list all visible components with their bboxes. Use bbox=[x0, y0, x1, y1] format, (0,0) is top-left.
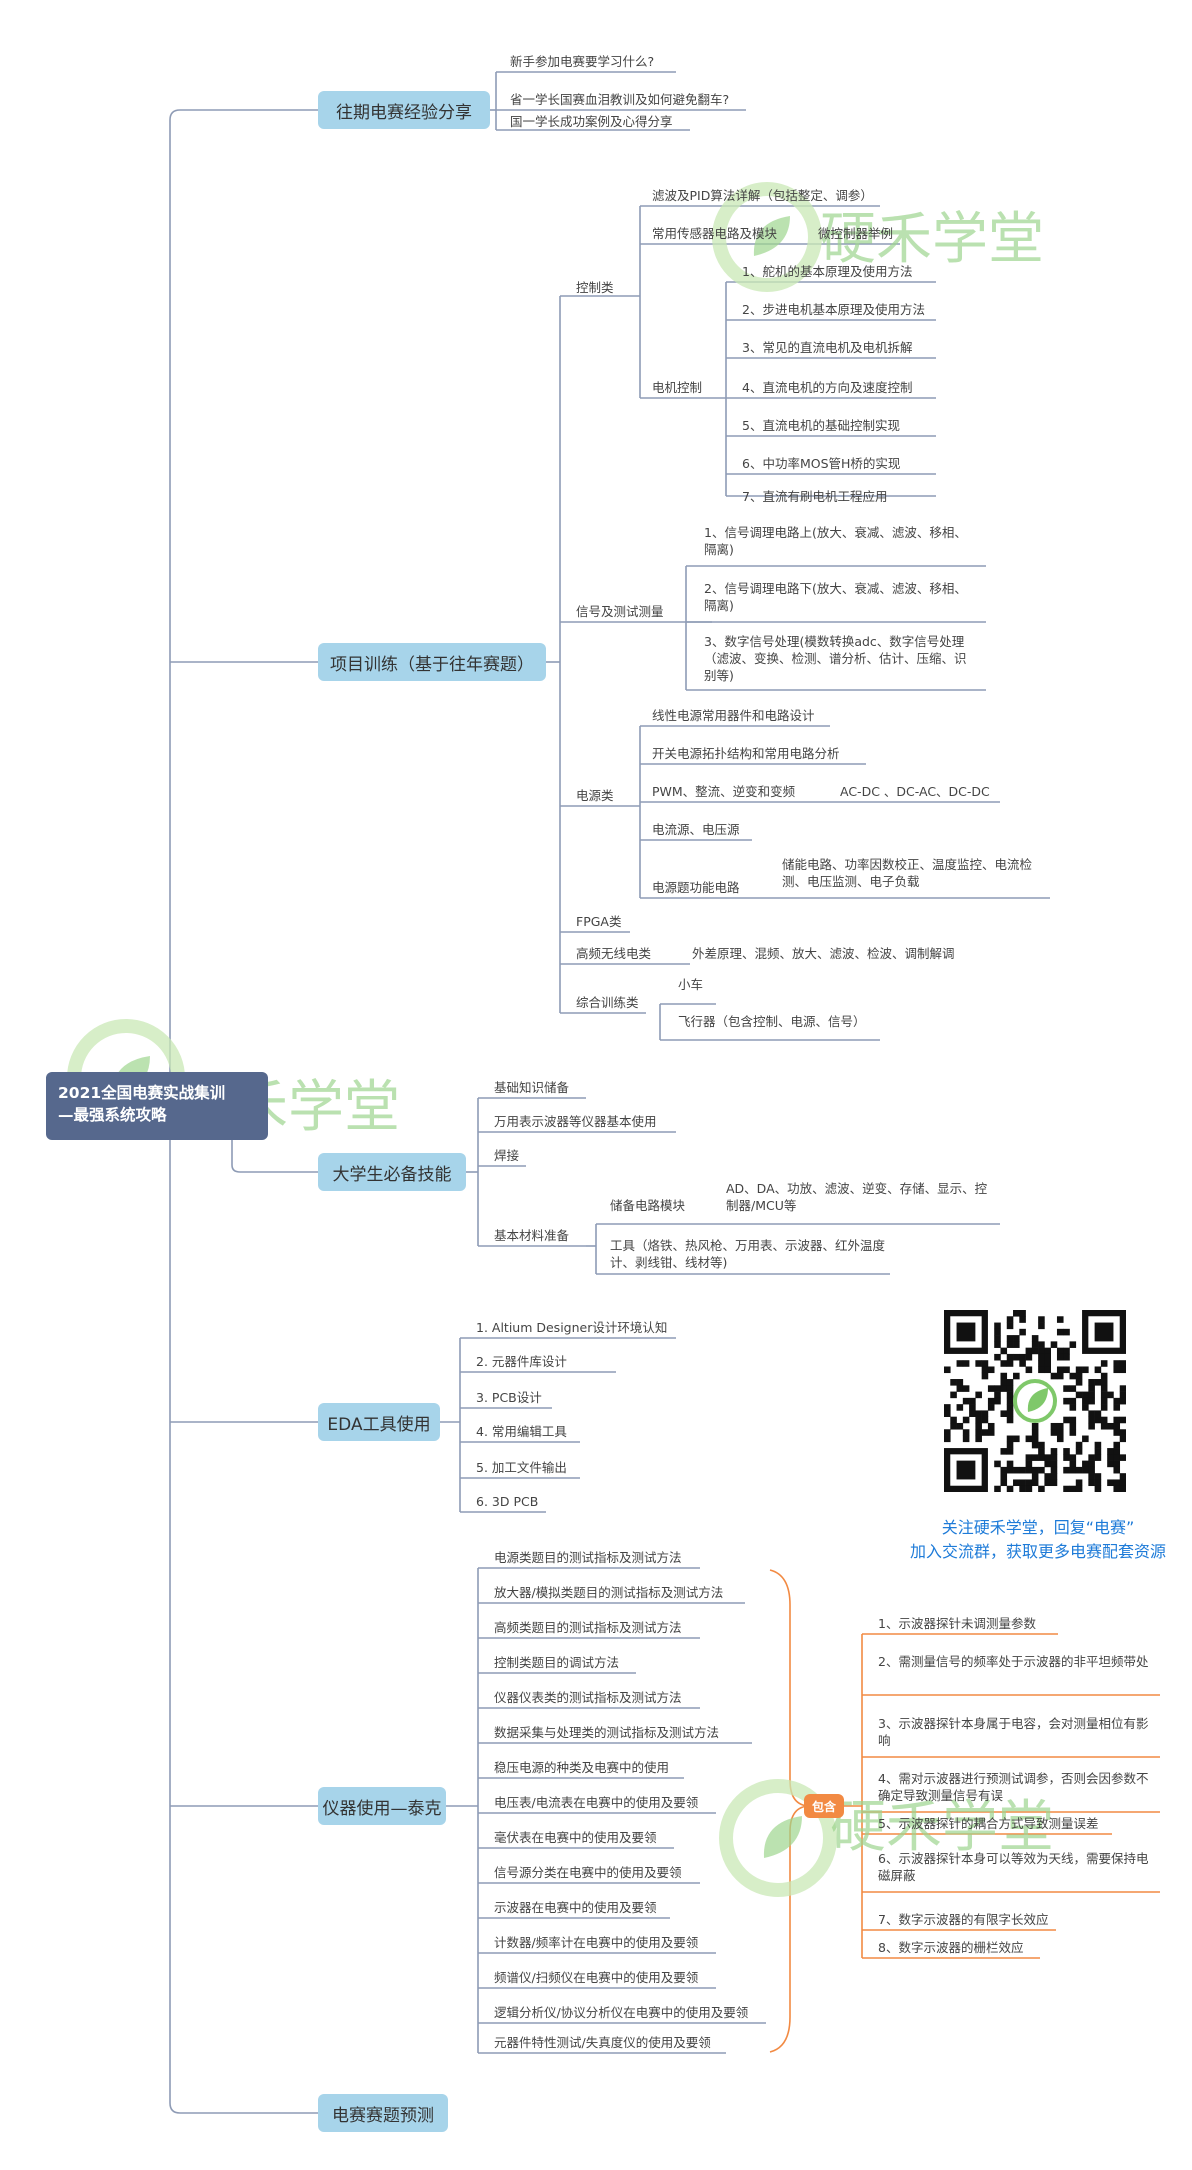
scope-note[interactable]: 5、示波器探针的耦合方式导致测量误差 bbox=[878, 1816, 1099, 1831]
branch-past-experience[interactable]: 往期电赛经验分享 bbox=[318, 91, 490, 129]
instrument-item[interactable]: 信号源分类在电赛中的使用及要领 bbox=[494, 1865, 682, 1880]
watermark-logo-icon bbox=[719, 1779, 837, 1897]
watermark-logo-icon bbox=[712, 182, 822, 292]
synth-label[interactable]: 综合训练类 bbox=[576, 995, 639, 1010]
sensor-item[interactable]: 常用传感器电路及模块 bbox=[652, 226, 778, 241]
instrument-item[interactable]: 计数器/频率计在电赛中的使用及要领 bbox=[494, 1935, 699, 1950]
watermark-text: 硬禾学堂 bbox=[820, 207, 1044, 272]
motor-item[interactable]: 5、直流电机的基础控制实现 bbox=[742, 418, 900, 433]
skills-item[interactable]: 万用表示波器等仪器基本使用 bbox=[494, 1114, 657, 1129]
motor-item[interactable]: 1、舵机的基本原理及使用方法 bbox=[742, 264, 913, 279]
past-item[interactable]: 国一学长成功案例及心得分享 bbox=[510, 114, 673, 129]
eda-item[interactable]: 3. PCB设计 bbox=[476, 1390, 542, 1405]
instrument-item[interactable]: 元器件特性测试/失真度仪的使用及要领 bbox=[494, 2035, 711, 2050]
control-label[interactable]: 控制类 bbox=[576, 280, 614, 295]
tools-item[interactable]: 工具（烙铁、热风枪、万用表、示波器、红外温度计、剥线钳、线材等) bbox=[610, 1238, 886, 1270]
instrument-item[interactable]: 频谱仪/扫频仪在电赛中的使用及要领 bbox=[494, 1970, 699, 1985]
fpga-label[interactable]: FPGA类 bbox=[576, 914, 622, 929]
watermark-text: 硬禾学堂 bbox=[830, 1795, 1054, 1860]
power-pwm-child[interactable]: AC-DC 、DC-AC、DC-DC bbox=[840, 784, 990, 799]
scope-note[interactable]: 4、需对示波器进行预测试调参，否则会因参数不确定导致测量信号有误 bbox=[878, 1771, 1149, 1803]
signal-label[interactable]: 信号及测试测量 bbox=[576, 604, 664, 619]
sensor-child-item[interactable]: 微控制器举例 bbox=[818, 226, 894, 241]
includes-badge[interactable]: 包含 bbox=[804, 1794, 844, 1818]
rf-label[interactable]: 高频无线电类 bbox=[576, 946, 652, 961]
motor-item[interactable]: 6、中功率MOS管H桥的实现 bbox=[742, 456, 901, 471]
instrument-item[interactable]: 仪器仪表类的测试指标及测试方法 bbox=[494, 1690, 682, 1705]
qr-caption-line2: 加入交流群，获取更多电赛配套资源 bbox=[909, 1542, 1166, 1561]
instrument-item[interactable]: 逻辑分析仪/协议分析仪在电赛中的使用及要领 bbox=[494, 2005, 749, 2020]
power-label[interactable]: 电源类 bbox=[576, 788, 614, 803]
scope-note[interactable]: 1、示波器探针未调测量参数 bbox=[878, 1616, 1036, 1631]
instrument-item[interactable]: 高频类题目的测试指标及测试方法 bbox=[494, 1620, 682, 1635]
instrument-item[interactable]: 放大器/模拟类题目的测试指标及测试方法 bbox=[494, 1585, 724, 1600]
scope-note[interactable]: 7、数字示波器的有限字长效应 bbox=[878, 1912, 1049, 1927]
scope-note[interactable]: 2、需测量信号的频率处于示波器的非平坦频带处 bbox=[878, 1654, 1149, 1669]
power-pwm-item[interactable]: PWM、整流、逆变和变频 bbox=[652, 784, 796, 799]
power-func-child[interactable]: 储能电路、功率因数校正、温度监控、电流检测、电压监测、电子负载 bbox=[782, 857, 1033, 889]
motor-item[interactable]: 7、直流有刷电机工程应用 bbox=[742, 489, 888, 504]
power-func-item[interactable]: 电源题功能电路 bbox=[652, 880, 740, 895]
instrument-item[interactable]: 控制类题目的调试方法 bbox=[494, 1655, 620, 1670]
skills-item[interactable]: 基础知识储备 bbox=[494, 1080, 570, 1095]
filter-pid-item[interactable]: 滤波及PID算法详解（包括整定、调参） bbox=[652, 188, 873, 203]
motor-item[interactable]: 4、直流电机的方向及速度控制 bbox=[742, 380, 913, 395]
qr-caption: 关注硬禾学堂，回复“电赛” 加入交流群，获取更多电赛配套资源 bbox=[888, 1516, 1188, 1564]
synth-item[interactable]: 飞行器（包含控制、电源、信号） bbox=[678, 1014, 866, 1029]
power-linear-item[interactable]: 线性电源常用器件和电路设计 bbox=[652, 708, 815, 723]
signal-item[interactable]: 1、信号调理电路上(放大、衰减、滤波、移相、隔离) bbox=[704, 525, 967, 557]
scope-note[interactable]: 8、数字示波器的栅栏效应 bbox=[878, 1940, 1024, 1955]
instrument-item[interactable]: 稳压电源的种类及电赛中的使用 bbox=[494, 1760, 670, 1775]
storage-item[interactable]: 储备电路模块 bbox=[610, 1198, 686, 1213]
branch-eda-tools[interactable]: EDA工具使用 bbox=[318, 1403, 440, 1441]
signal-item[interactable]: 3、数字信号处理(模数转换adc、数字信号处理（滤波、变换、检测、谱分析、估计、… bbox=[704, 634, 967, 683]
qr-caption-line1: 关注硬禾学堂，回复“电赛” bbox=[941, 1518, 1135, 1537]
past-item[interactable]: 新手参加电赛要学习什么? bbox=[510, 54, 655, 69]
branch-instruments[interactable]: 仪器使用—泰克 bbox=[318, 1787, 446, 1825]
instrument-item[interactable]: 电源类题目的测试指标及测试方法 bbox=[494, 1550, 682, 1565]
motor-item[interactable]: 2、步进电机基本原理及使用方法 bbox=[742, 302, 925, 317]
rf-child[interactable]: 外差原理、混频、放大、滤波、检波、调制解调 bbox=[692, 946, 955, 961]
skills-item[interactable]: 焊接 bbox=[494, 1148, 520, 1163]
power-switch-item[interactable]: 开关电源拓扑结构和常用电路分析 bbox=[652, 746, 840, 761]
instrument-item[interactable]: 数据采集与处理类的测试指标及测试方法 bbox=[494, 1725, 720, 1740]
scope-note[interactable]: 3、示波器探针本身属于电容，会对测量相位有影响 bbox=[878, 1716, 1149, 1748]
qr-code-icon[interactable] bbox=[944, 1310, 1126, 1492]
materials-label[interactable]: 基本材料准备 bbox=[494, 1228, 570, 1243]
power-source-item[interactable]: 电流源、电压源 bbox=[652, 822, 740, 837]
root-title-line1: 2021全国电赛实战集训 bbox=[58, 1084, 226, 1102]
eda-item[interactable]: 2. 元器件库设计 bbox=[476, 1354, 567, 1369]
branch-project-training[interactable]: 项目训练（基于往年赛题） bbox=[318, 643, 546, 681]
scope-note[interactable]: 6、示波器探针本身可以等效为天线，需要保持电磁屏蔽 bbox=[878, 1851, 1149, 1883]
storage-child[interactable]: AD、DA、功放、滤波、逆变、存储、显示、控制器/MCU等 bbox=[726, 1181, 988, 1213]
eda-item[interactable]: 4. 常用编辑工具 bbox=[476, 1424, 567, 1439]
root-node[interactable]: 2021全国电赛实战集训 —最强系统攻略 bbox=[46, 1072, 268, 1140]
branch-student-skills[interactable]: 大学生必备技能 bbox=[318, 1153, 466, 1191]
past-item[interactable]: 省一学长国赛血泪教训及如何避免翻车? bbox=[510, 92, 730, 107]
eda-item[interactable]: 5. 加工文件输出 bbox=[476, 1460, 567, 1475]
instrument-item[interactable]: 示波器在电赛中的使用及要领 bbox=[494, 1900, 657, 1915]
motor-control-label[interactable]: 电机控制 bbox=[652, 380, 703, 395]
signal-item[interactable]: 2、信号调理电路下(放大、衰减、滤波、移相、隔离) bbox=[704, 581, 967, 613]
synth-item[interactable]: 小车 bbox=[678, 977, 704, 992]
eda-item[interactable]: 1. Altium Designer设计环境认知 bbox=[476, 1320, 668, 1335]
eda-item[interactable]: 6. 3D PCB bbox=[476, 1494, 539, 1509]
root-title-line2: —最强系统攻略 bbox=[58, 1106, 167, 1124]
instrument-item[interactable]: 电压表/电流表在电赛中的使用及要领 bbox=[494, 1795, 699, 1810]
instrument-item[interactable]: 毫伏表在电赛中的使用及要领 bbox=[494, 1830, 657, 1845]
branch-contest-prediction[interactable]: 电赛赛题预测 bbox=[318, 2094, 448, 2132]
motor-item[interactable]: 3、常见的直流电机及电机拆解 bbox=[742, 340, 913, 355]
